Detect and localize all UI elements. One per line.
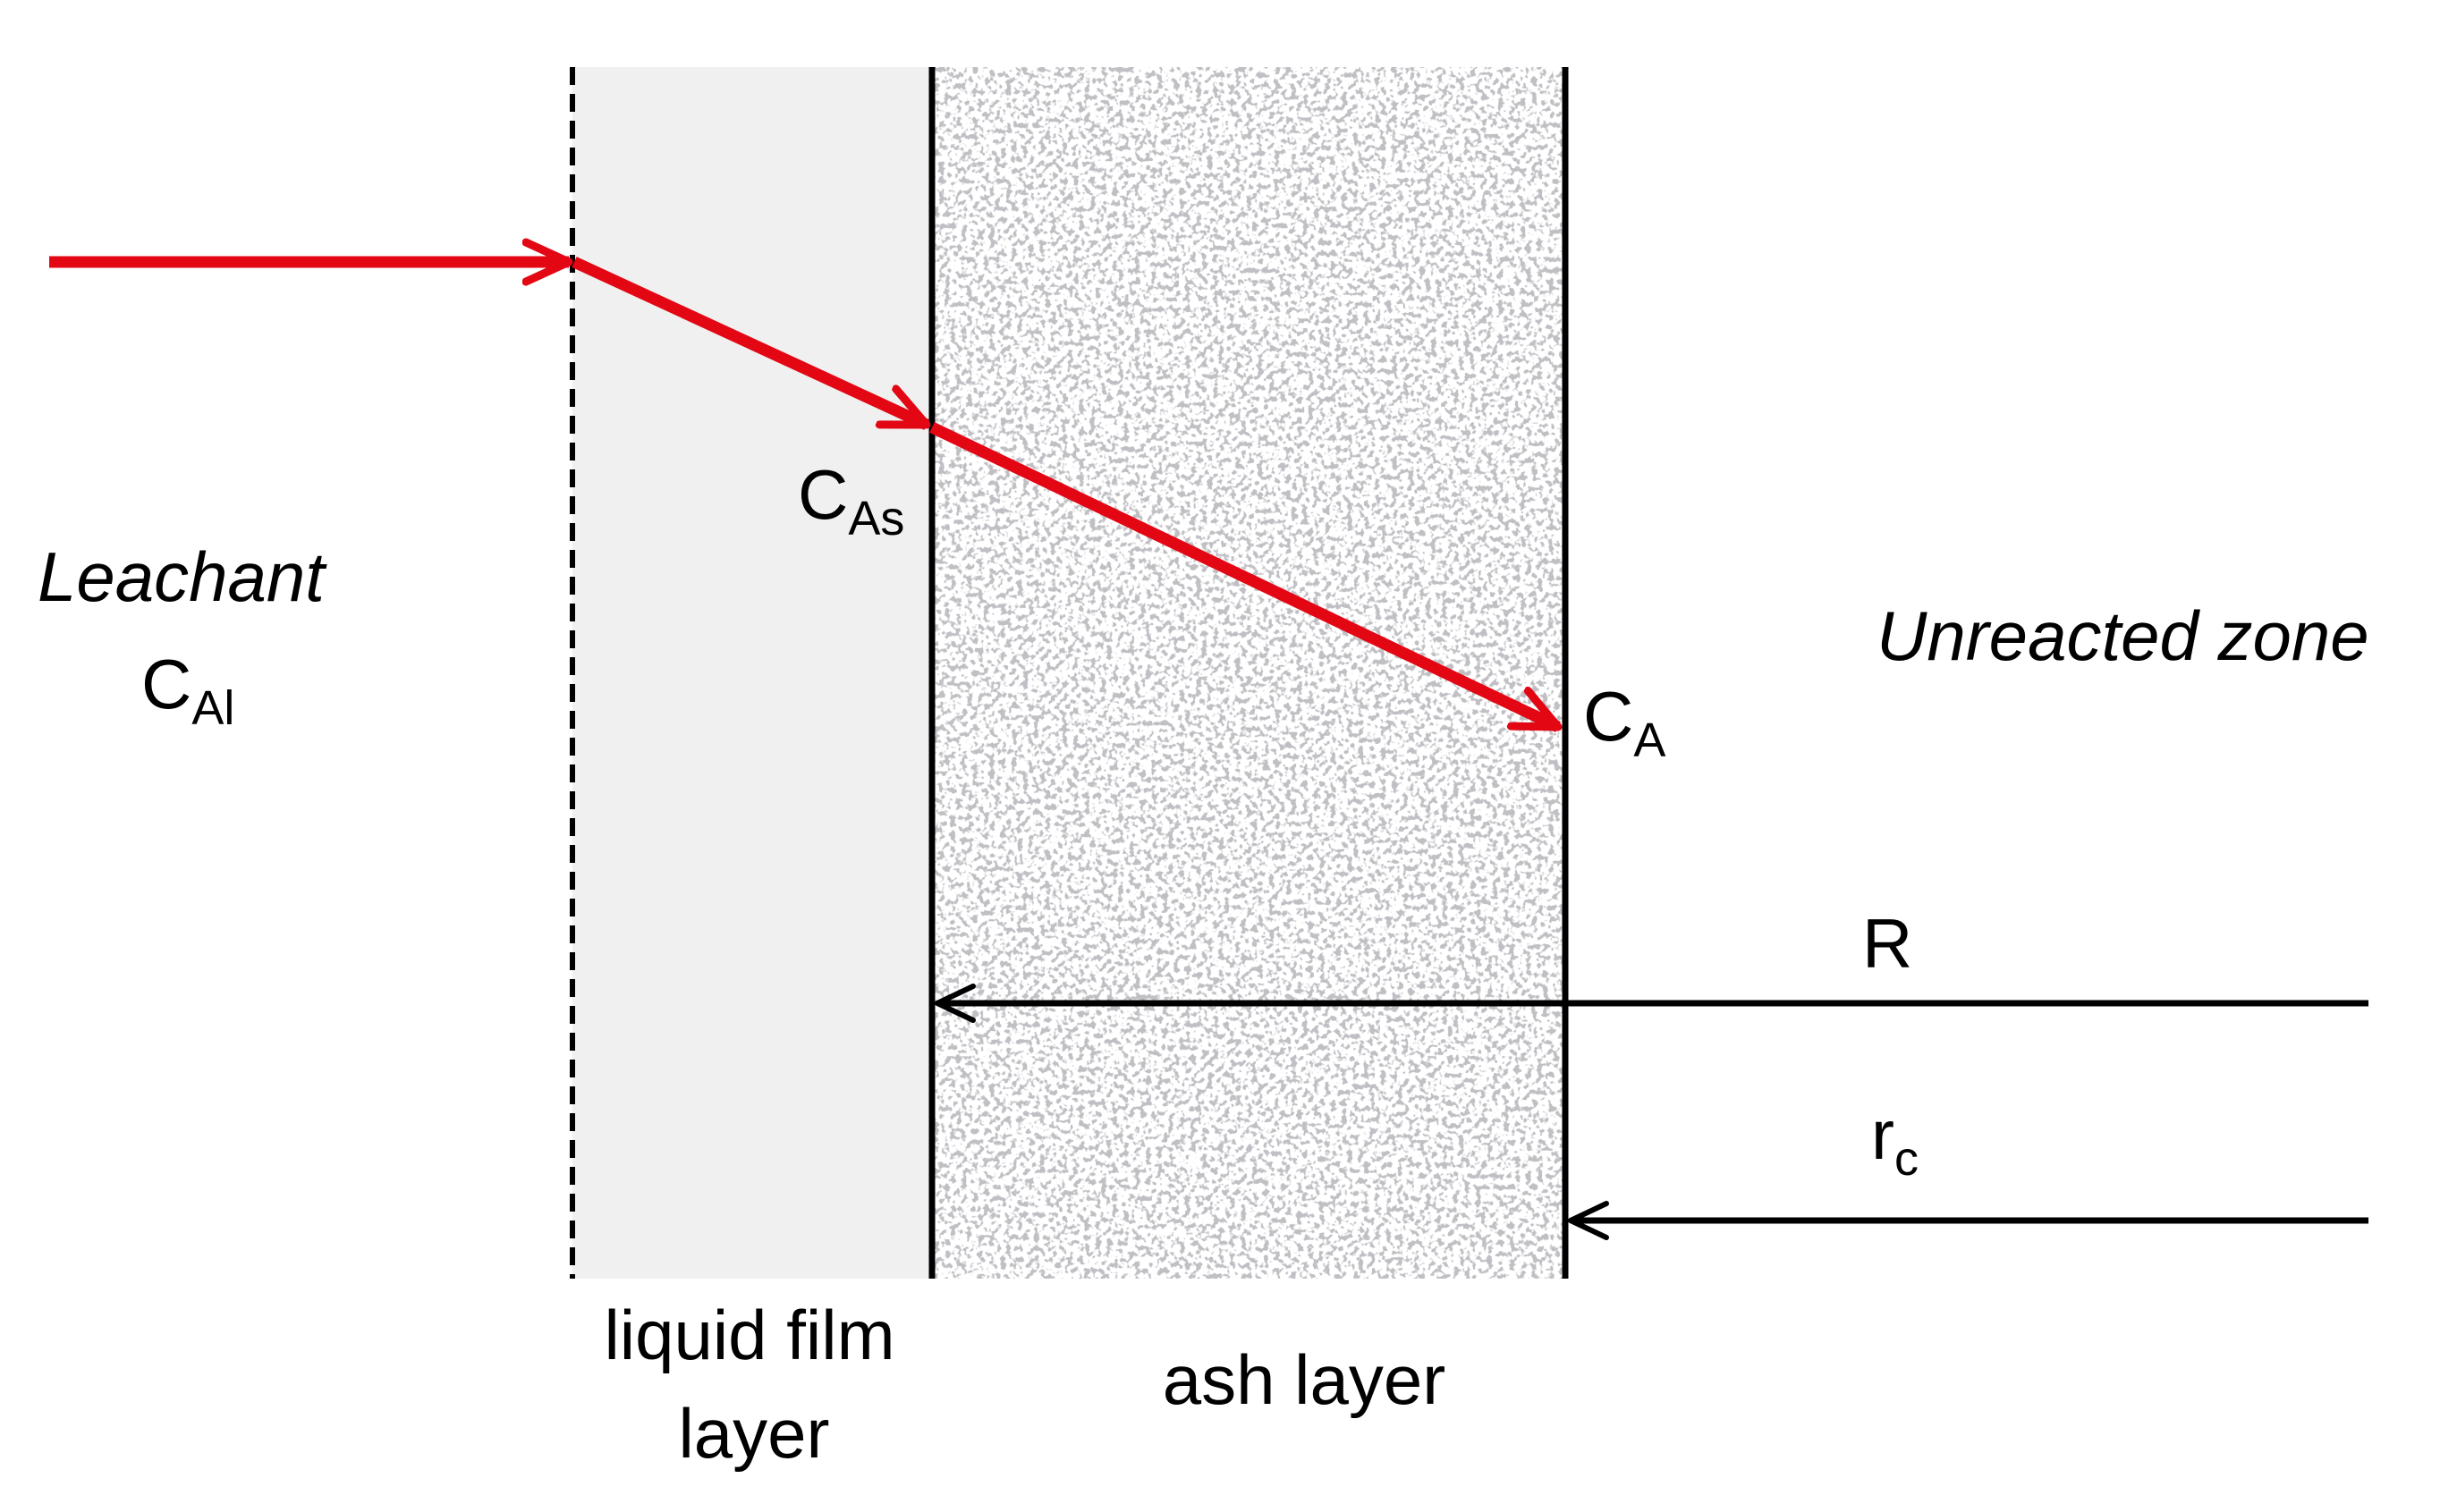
ash-layer-texture (932, 67, 1563, 1279)
unreacted-zone-label: Unreacted zone (1877, 596, 2369, 675)
film-diffusion-arrow (572, 257, 927, 430)
radius-R-label: R (1862, 904, 1912, 983)
c-a-label: CA (1583, 677, 1665, 767)
ash-diffusion-arrow (929, 422, 1558, 732)
radius-rc-label: rc (1871, 1095, 1919, 1186)
liquid-film-layer-label-line1: liquid film (604, 1296, 894, 1374)
leachant-label: Leachant (38, 537, 327, 616)
c-as-label: CAs (798, 455, 904, 545)
c-al-label: CAl (141, 645, 234, 735)
ash-layer-label: ash layer (1163, 1340, 1446, 1419)
liquid-film-region (572, 67, 930, 1279)
liquid-film-layer-label-line2: layer (678, 1394, 829, 1473)
